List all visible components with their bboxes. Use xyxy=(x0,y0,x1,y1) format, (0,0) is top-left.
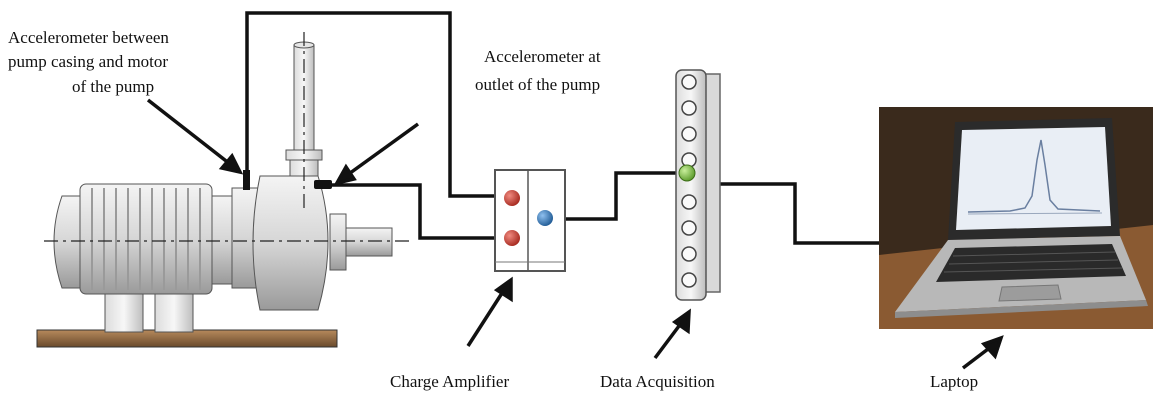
arrow-casing-accelerometer xyxy=(148,100,230,164)
label-acc-outlet-2: outlet of the pump xyxy=(475,75,600,94)
charge-amplifier-box xyxy=(495,170,565,271)
label-acc-between-2: pump casing and motor xyxy=(8,52,168,71)
motor-end-cap xyxy=(54,196,82,288)
laptop-touchpad xyxy=(999,285,1061,301)
label-acc-between-1: Accelerometer between xyxy=(8,28,169,47)
label-laptop: Laptop xyxy=(930,372,978,391)
motor-flange xyxy=(212,196,232,284)
daq-port-active xyxy=(679,165,695,181)
accelerometer-outlet xyxy=(314,180,332,189)
motor-body xyxy=(80,184,212,294)
label-data-acquisition: Data Acquisition xyxy=(600,372,715,391)
arrow-outlet-accelerometer xyxy=(346,124,418,176)
laptop-screen xyxy=(956,127,1111,230)
arrow-data-acquisition xyxy=(655,322,682,358)
daq-port-1 xyxy=(682,75,696,89)
data-acquisition-strip xyxy=(676,70,720,300)
label-acc-between-3: of the pump xyxy=(72,77,154,96)
pump-casing xyxy=(253,176,328,310)
inlet-flange xyxy=(330,214,346,270)
laptop-photo xyxy=(879,107,1153,329)
cable-casing-accelerometer xyxy=(247,13,503,196)
daq-port-2 xyxy=(682,101,696,115)
label-acc-outlet-1: Accelerometer at xyxy=(484,47,601,66)
daq-port-6 xyxy=(682,195,696,209)
cable-amp-to-daq xyxy=(553,173,684,219)
inlet-pipe xyxy=(346,228,392,256)
amp-input-port-2 xyxy=(504,230,520,246)
daq-port-3 xyxy=(682,127,696,141)
arrow-charge-amplifier xyxy=(468,290,504,346)
amp-input-port-1 xyxy=(504,190,520,206)
laptop-keyboard xyxy=(936,244,1126,282)
accelerometer-casing-motor xyxy=(243,170,250,190)
base-plate xyxy=(37,330,337,347)
daq-port-8 xyxy=(682,247,696,261)
amp-output-port xyxy=(537,210,553,226)
daq-port-9 xyxy=(682,273,696,287)
cable-daq-to-laptop xyxy=(720,184,882,243)
daq-port-7 xyxy=(682,221,696,235)
label-charge-amplifier: Charge Amplifier xyxy=(390,372,509,391)
